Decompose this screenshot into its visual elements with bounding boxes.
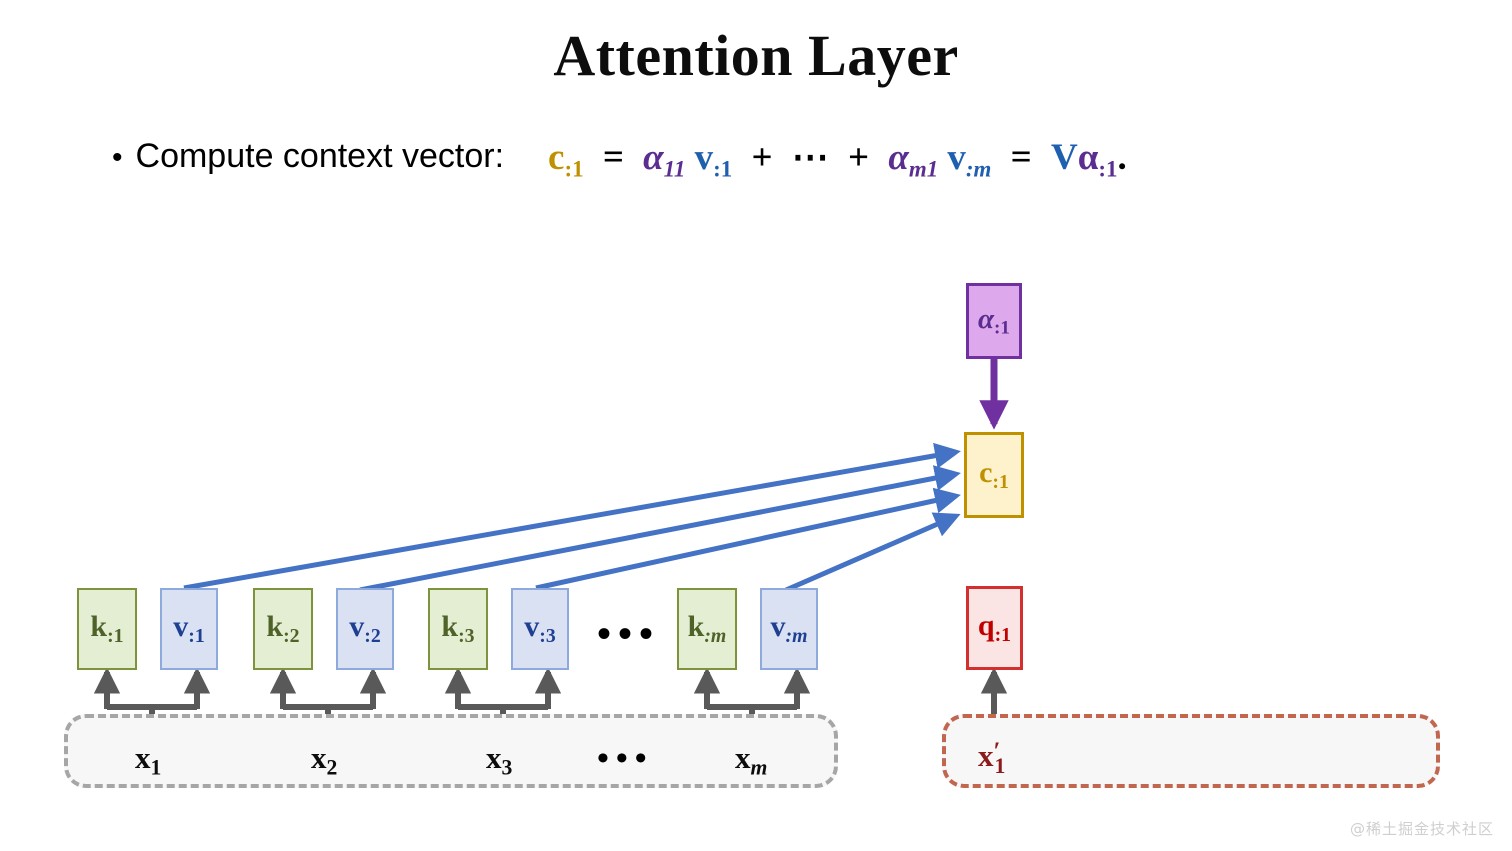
- query-input-label: x′1: [978, 738, 1006, 778]
- page-title: Attention Layer: [553, 23, 959, 88]
- key-box-m-label: k:m: [687, 609, 727, 647]
- value-box-3[interactable]: v:3: [511, 588, 569, 670]
- value-box-3-label: v:3: [524, 609, 556, 647]
- query-box-label: q:1: [977, 608, 1012, 646]
- alpha-box-label: α:1: [978, 302, 1010, 339]
- formula-period: .: [1117, 137, 1127, 178]
- bullet-marker-icon: •: [112, 141, 123, 174]
- formula-alpha-11: α11: [643, 137, 686, 182]
- key-box-3-label: k:3: [441, 609, 475, 647]
- context-vector-formula: c:1 = α11 v:1 + ⋯ + αm1 v:m = Vα:1.: [548, 135, 1127, 182]
- input-label-x1: x1: [135, 740, 162, 780]
- value-box-m[interactable]: v:m: [760, 588, 818, 670]
- alpha-weights-box[interactable]: α:1: [966, 283, 1022, 359]
- watermark: @稀土掘金技术社区: [1349, 820, 1494, 838]
- input-label-x2: x2: [311, 740, 338, 780]
- context-box-label: c:1: [979, 455, 1009, 493]
- value-box-1[interactable]: v:1: [160, 588, 218, 670]
- formula-v-1: v:1: [694, 137, 733, 182]
- key-box-3[interactable]: k:3: [428, 588, 488, 670]
- value-box-m-label: v:m: [770, 609, 808, 647]
- value-to-context-arrows: [183, 442, 961, 593]
- key-box-1-label: k:1: [90, 609, 124, 647]
- formula-V: V: [1051, 137, 1078, 178]
- formula-v-m: v:m: [947, 137, 992, 182]
- query-vector-box[interactable]: q:1: [966, 586, 1023, 670]
- input-sequence-band[interactable]: [64, 714, 838, 788]
- formula-plus-2: +: [848, 137, 870, 178]
- value-box-2-label: v:2: [349, 609, 381, 647]
- value-box-1-label: v:1: [173, 609, 205, 647]
- formula-ellipsis: ⋯: [791, 137, 829, 178]
- context-vector-box[interactable]: c:1: [964, 432, 1024, 518]
- formula-equals-1: =: [602, 137, 624, 178]
- key-box-1[interactable]: k:1: [77, 588, 137, 670]
- key-box-2-label: k:2: [266, 609, 300, 647]
- kv-ellipsis: •••: [597, 611, 661, 656]
- formula-alpha-m1: αm1: [888, 137, 939, 182]
- query-input-band[interactable]: [942, 714, 1440, 788]
- formula-equals-2: =: [1010, 137, 1032, 178]
- formula-c: c:1: [548, 137, 584, 182]
- formula-plus-1: +: [751, 137, 773, 178]
- input-ellipsis: •••: [597, 740, 654, 777]
- input-label-x3: x3: [486, 740, 513, 780]
- key-box-2[interactable]: k:2: [253, 588, 313, 670]
- key-box-m[interactable]: k:m: [677, 588, 737, 670]
- bullet-text: Compute context vector:: [135, 137, 505, 175]
- input-label-xm: xm: [735, 740, 768, 780]
- value-box-2[interactable]: v:2: [336, 588, 394, 670]
- formula-alpha-vec: α:1: [1077, 137, 1118, 182]
- bullet-row: • Compute context vector: c:1 = α11 v:1 …: [112, 133, 1127, 182]
